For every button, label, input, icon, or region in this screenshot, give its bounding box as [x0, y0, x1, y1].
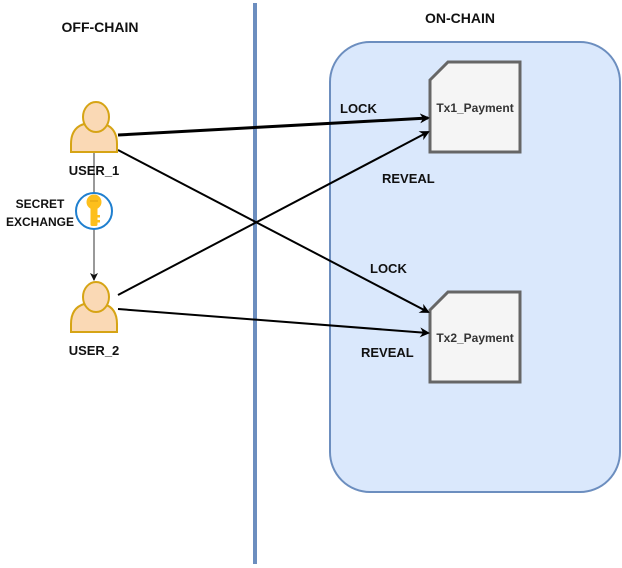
user2-label: USER_2 — [69, 343, 120, 358]
reveal-label-tx1: REVEAL — [382, 171, 435, 186]
tx1-payment-node[interactable]: Tx1_Payment — [428, 60, 522, 154]
on-chain-title: ON-CHAIN — [425, 10, 495, 26]
key-icon — [75, 192, 113, 230]
user1-label: USER_1 — [69, 163, 120, 178]
edge-user1-lock-tx1[interactable] — [117, 113, 430, 137]
tx1-payment-label: Tx1_Payment — [436, 101, 513, 115]
edge-user2-reveal-tx1[interactable] — [117, 131, 430, 296]
user1-node[interactable]: USER_1 — [69, 101, 120, 178]
lock-label-tx1: LOCK — [340, 101, 377, 116]
tx2-payment-label: Tx2_Payment — [436, 331, 513, 345]
reveal-label-tx2: REVEAL — [361, 345, 414, 360]
secret-label-line2: EXCHANGE — [6, 215, 74, 229]
user2-node[interactable]: USER_2 — [69, 281, 120, 358]
lock-label-tx2: LOCK — [370, 261, 407, 276]
edge-user1-lock-tx2[interactable] — [117, 149, 430, 313]
off-chain-title: OFF-CHAIN — [62, 19, 139, 35]
on-chain-container — [329, 41, 621, 493]
user-icon — [70, 281, 118, 333]
edge-user2-reveal-tx2[interactable] — [117, 308, 430, 338]
tx2-payment-node[interactable]: Tx2_Payment — [428, 290, 522, 384]
secret-label-line1: SECRET — [16, 197, 65, 211]
user-icon — [70, 101, 118, 153]
